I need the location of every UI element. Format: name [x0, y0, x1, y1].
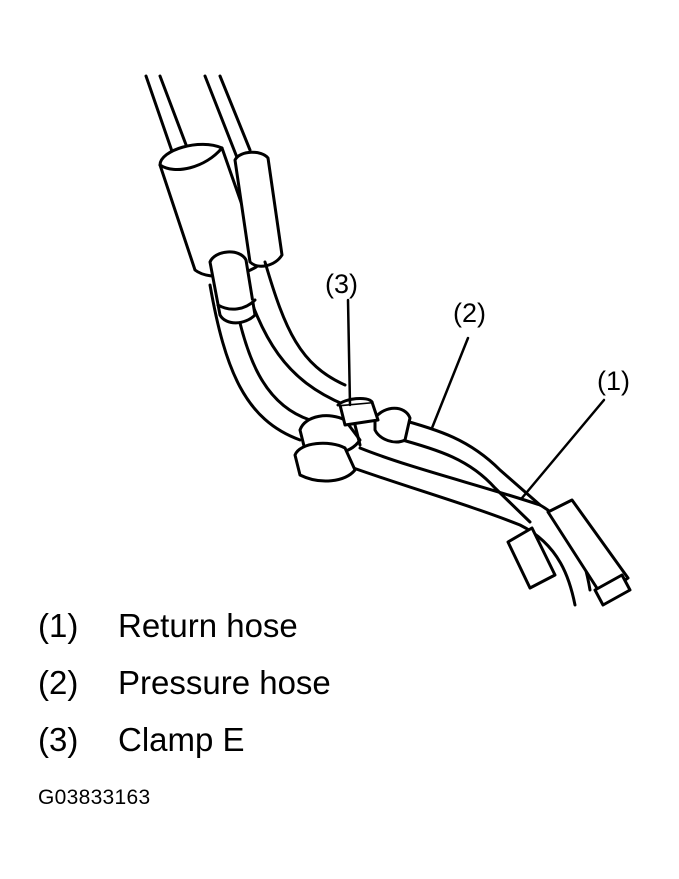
callout-2: (2): [453, 298, 486, 328]
legend-item-pressure-hose: (2) Pressure hose: [38, 666, 331, 699]
legend-label: Clamp E: [118, 721, 245, 758]
upper-hose-lines: [144, 74, 252, 162]
figure-id: G03833163: [38, 786, 151, 809]
upper-fitting: [208, 250, 257, 325]
pressure-hose-pipe: [238, 260, 542, 524]
hose-coupling-right: [233, 150, 284, 268]
return-hose-pipe: [208, 283, 592, 607]
callout-3: (3): [325, 269, 358, 299]
legend-label: Pressure hose: [118, 664, 331, 701]
lower-right-fitting: [506, 498, 632, 607]
legend-number: (3): [38, 721, 79, 758]
clamp-body: [293, 396, 412, 483]
legend-number: (2): [38, 664, 79, 701]
leader-lines: [346, 298, 606, 500]
callout-1: (1): [597, 366, 630, 396]
legend-item-return-hose: (1) Return hose: [38, 609, 298, 642]
legend-label: Return hose: [118, 607, 298, 644]
legend-item-clamp-e: (3) Clamp E: [38, 723, 245, 756]
legend-number: (1): [38, 607, 79, 644]
